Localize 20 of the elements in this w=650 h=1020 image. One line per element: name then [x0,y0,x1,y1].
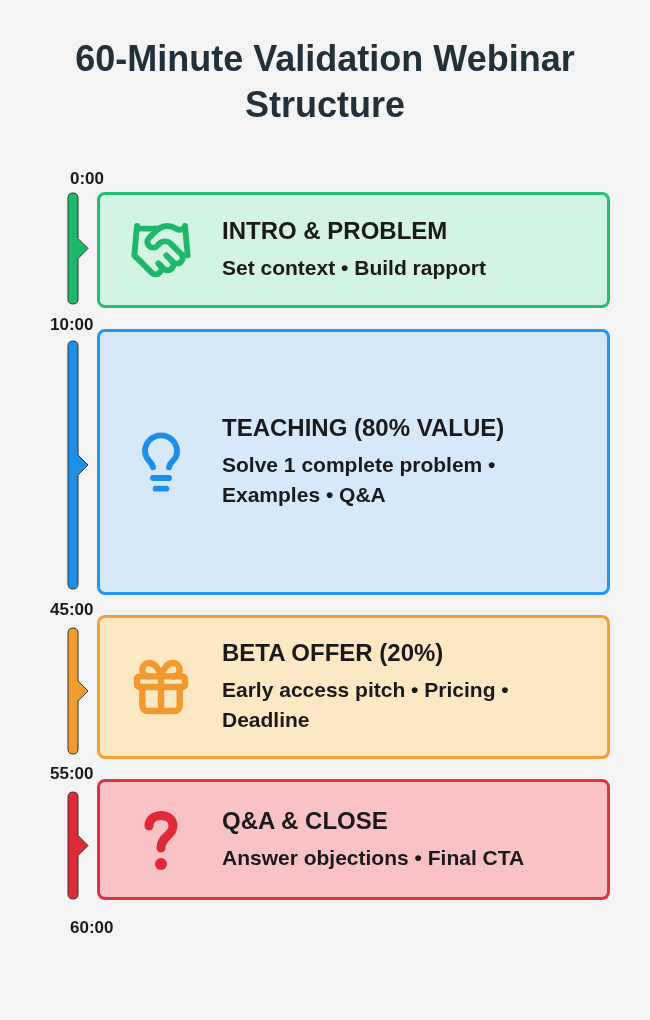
timeline-bar [64,192,92,305]
phase-card [97,192,610,308]
phase-card [97,615,610,759]
phase-heading: BETA OFFER (20%) [222,639,445,667]
timeline-bar [64,791,92,900]
phase-card [97,329,610,595]
phase-heading: Q&A & CLOSE [222,806,389,835]
title: 60-Minute Validation Webinar Structure [74,37,576,127]
time-label: 0:00 [70,168,105,190]
phase-description: Solve 1 complete problem • Examples • Q&A [222,452,497,508]
phase-card [97,779,610,900]
phase-heading: TEACHING (80% VALUE) [222,414,506,442]
time-label: 10:00 [50,314,94,336]
phase-description: Set context • Build rapport [222,255,487,281]
time-label: 60:00 [70,917,114,939]
phase-description: Early access pitch • Pricing • Deadline [222,677,510,733]
phase-heading: INTRO & PROBLEM [222,217,449,245]
time-label: 45:00 [50,599,94,621]
time-label: 55:00 [50,763,94,785]
phase-description: Answer objections • Final CTA [222,844,525,871]
